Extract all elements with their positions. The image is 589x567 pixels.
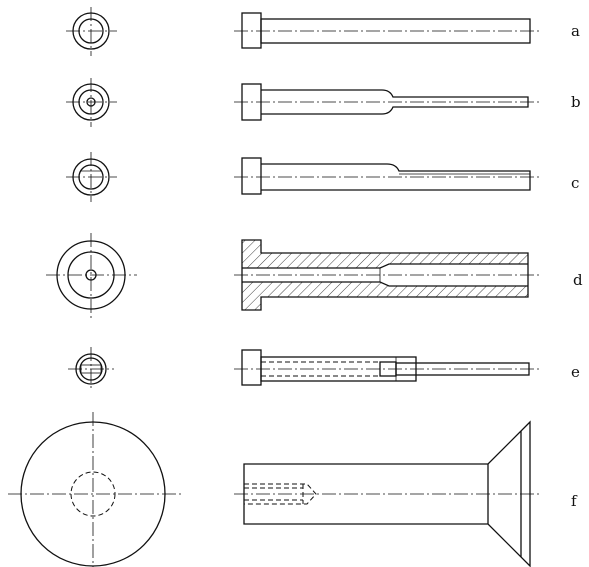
pin-c-end-view (66, 152, 117, 202)
label-f: f (571, 492, 578, 510)
sleeve-d-section-view (234, 239, 540, 311)
pin-b-side-view (234, 83, 540, 121)
label-b: b (571, 93, 581, 111)
pin-a-side-view (234, 12, 540, 49)
pin-f: f (8, 412, 578, 567)
pin-a: a (66, 7, 580, 56)
label-a: a (571, 22, 580, 40)
label-e: e (571, 363, 580, 381)
sleeve-d-end-view (46, 233, 137, 319)
pin-a-end-view (66, 7, 117, 56)
pin-b-end-view (66, 78, 117, 127)
pin-e-end-view (68, 347, 114, 391)
label-d: d (573, 271, 583, 289)
pin-c: c (66, 152, 579, 202)
pin-b: b (66, 78, 581, 127)
pin-e: e (68, 347, 580, 391)
pin-f-side-view (234, 420, 540, 567)
pin-e-side-view (234, 349, 540, 386)
sleeve-d: d (46, 233, 583, 319)
pin-f-end-view (8, 412, 183, 567)
label-c: c (571, 174, 579, 192)
pin-c-side-view (234, 157, 540, 195)
